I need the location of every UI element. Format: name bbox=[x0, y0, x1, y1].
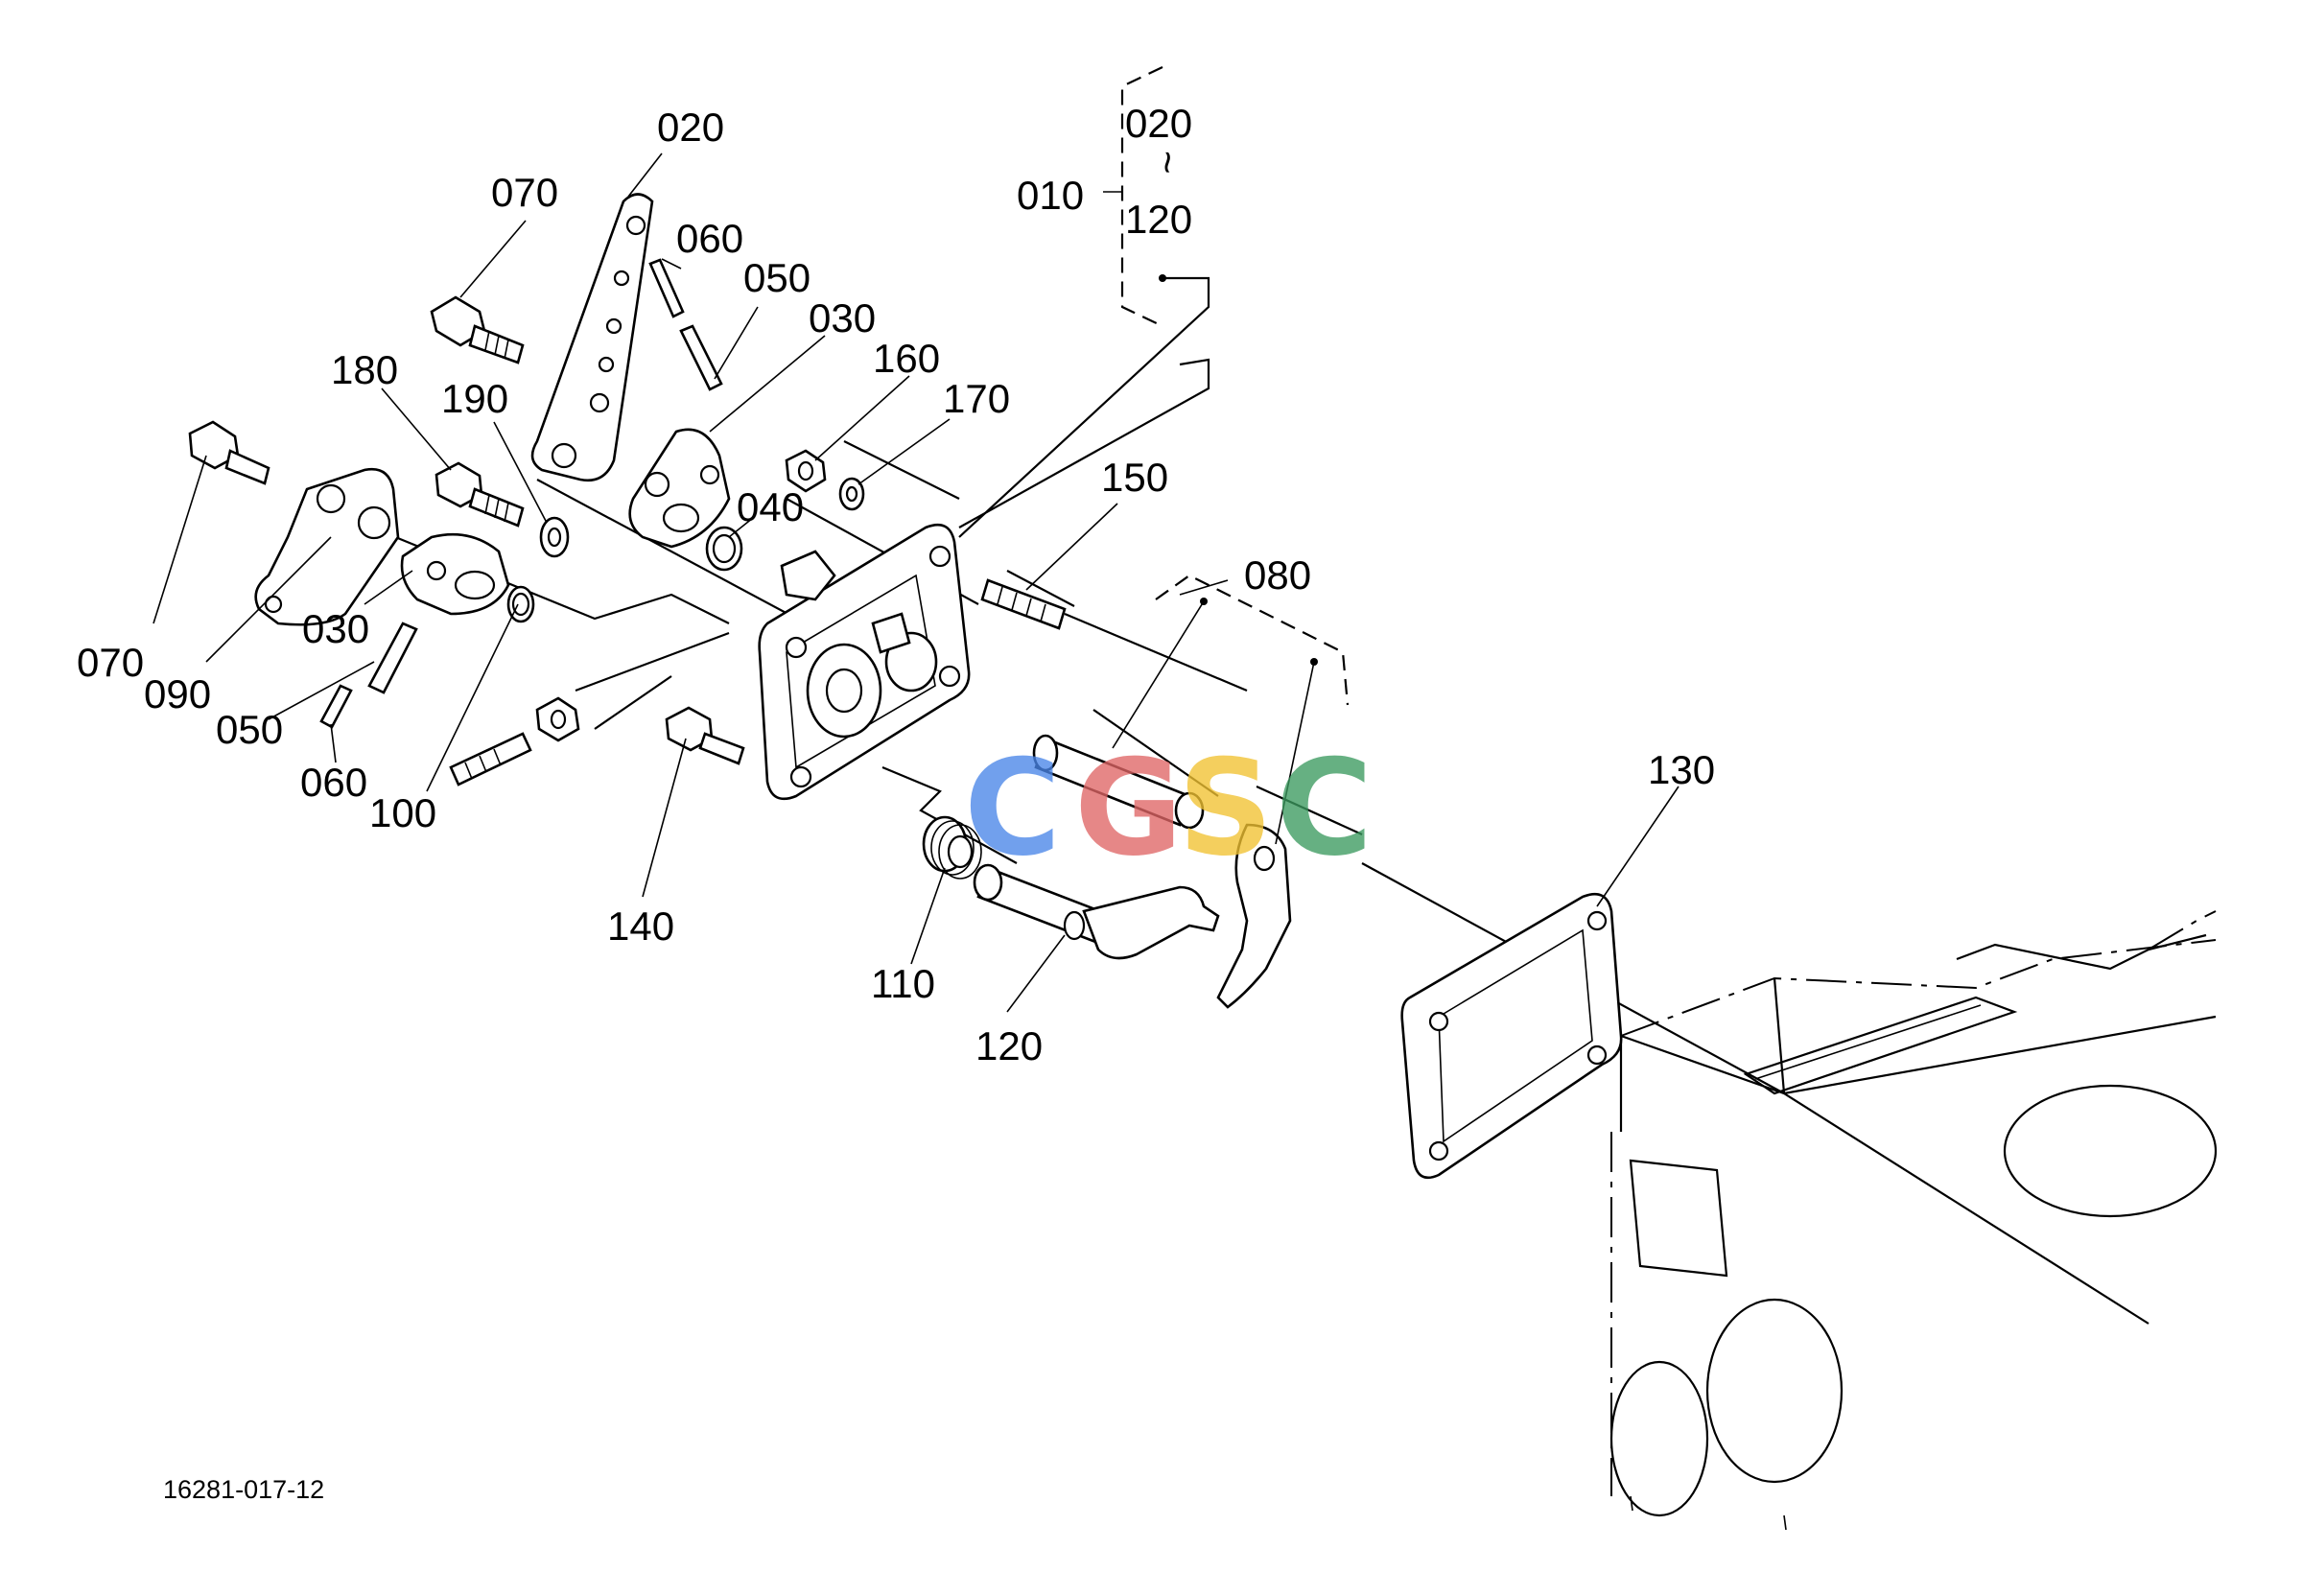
shaft-080 bbox=[1032, 734, 1292, 1009]
pin-060-left bbox=[319, 684, 353, 729]
label-070-top: 070 bbox=[491, 170, 558, 215]
bolt-070-left bbox=[188, 420, 270, 485]
label-190: 190 bbox=[441, 376, 508, 421]
lever-030-top bbox=[628, 428, 731, 549]
watermark: C G S C bbox=[964, 731, 1373, 885]
label-080: 080 bbox=[1244, 552, 1311, 598]
label-170: 170 bbox=[943, 376, 1010, 421]
washer-170 bbox=[838, 477, 865, 511]
label-120: 120 bbox=[975, 1023, 1043, 1068]
washer-190 bbox=[539, 516, 570, 558]
label-030-left: 030 bbox=[302, 606, 369, 651]
nut-160 bbox=[785, 449, 827, 493]
label-020-top: 020 bbox=[657, 105, 724, 150]
label-180: 180 bbox=[331, 347, 398, 392]
pin-050-top bbox=[679, 324, 723, 391]
label-050-top: 050 bbox=[743, 255, 810, 300]
part-labels: 020 070 060 050 030 180 190 160 170 040 … bbox=[77, 101, 1715, 1504]
label-110: 110 bbox=[871, 961, 935, 1006]
label-060-top: 060 bbox=[676, 216, 743, 261]
label-090: 090 bbox=[144, 671, 211, 716]
label-leader-lines bbox=[153, 153, 1680, 1013]
lever-020-top bbox=[530, 193, 654, 482]
watermark-letter-3: S bbox=[1178, 731, 1273, 885]
assembly-key-bracket bbox=[958, 66, 1210, 538]
stud-150 bbox=[980, 578, 1067, 630]
bolt-140 bbox=[665, 706, 745, 765]
label-160: 160 bbox=[873, 336, 940, 381]
shaft-lever-120 bbox=[973, 863, 1220, 960]
label-060-left: 060 bbox=[300, 760, 367, 805]
pin-050-left bbox=[367, 622, 418, 694]
stud-left bbox=[449, 732, 532, 786]
label-130: 130 bbox=[1648, 747, 1715, 792]
spring-110 bbox=[922, 815, 982, 880]
ring-040 bbox=[705, 526, 743, 572]
label-150: 150 bbox=[1101, 455, 1168, 500]
watermark-letter-4: C bbox=[1276, 731, 1373, 885]
pin-060-top bbox=[648, 258, 685, 318]
watermark-letter-2: G bbox=[1074, 731, 1183, 885]
assembly-key-tilde: ~ bbox=[1145, 151, 1190, 175]
assembly-key-end: 120 bbox=[1125, 197, 1192, 242]
watermark-letter-1: C bbox=[964, 731, 1061, 885]
bolt-070-top bbox=[430, 295, 525, 364]
nut-left bbox=[535, 696, 580, 742]
label-050-left: 050 bbox=[216, 707, 283, 752]
bracket-080 bbox=[1155, 574, 1350, 706]
engine-block bbox=[1609, 910, 2218, 1531]
plate-090 bbox=[254, 467, 400, 626]
label-070-left: 070 bbox=[77, 640, 144, 685]
drawing-reference-number: 16281-017-12 bbox=[163, 1475, 324, 1504]
label-030-top: 030 bbox=[809, 295, 876, 340]
label-040: 040 bbox=[737, 484, 804, 529]
label-140: 140 bbox=[607, 904, 674, 949]
bolt-180 bbox=[435, 461, 525, 528]
assembly-key-parent: 010 bbox=[1017, 173, 1084, 218]
assembly-key-start: 020 bbox=[1125, 101, 1192, 146]
governor-cover-plate bbox=[758, 523, 971, 801]
gasket-130 bbox=[1400, 892, 1623, 1180]
label-100: 100 bbox=[369, 790, 436, 835]
lever-030-left bbox=[400, 532, 510, 616]
